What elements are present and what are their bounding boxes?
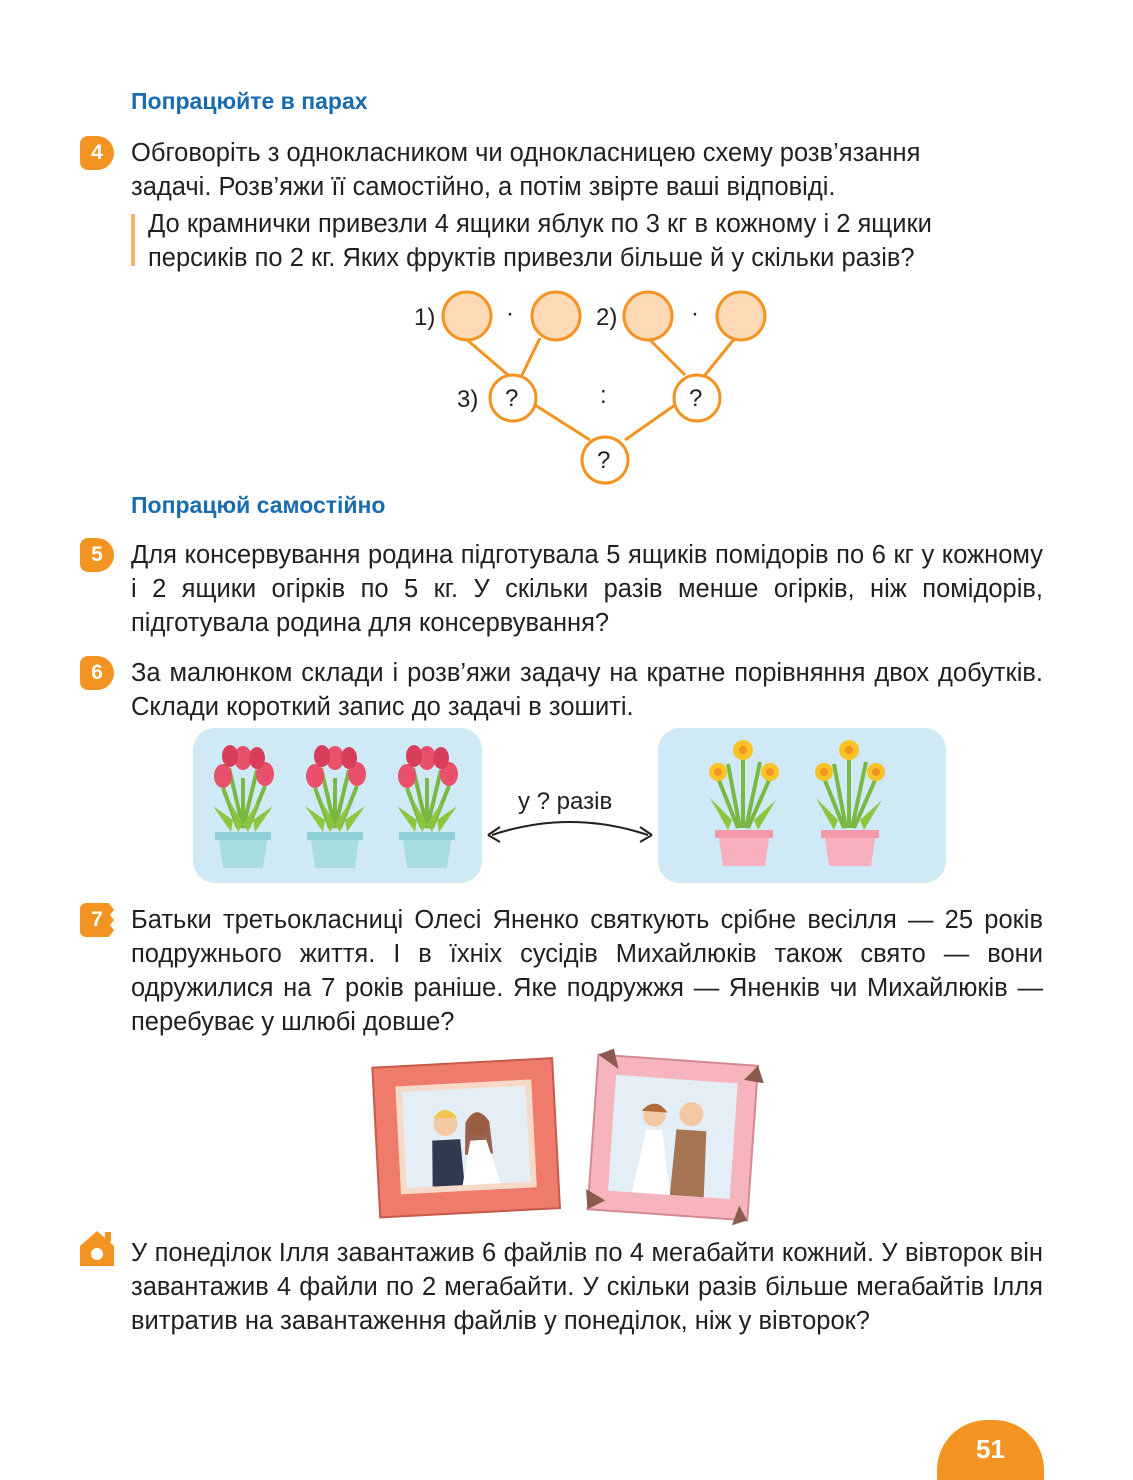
step-label: 3) bbox=[457, 386, 478, 413]
task-number-badge: 7 bbox=[80, 903, 114, 937]
question-circle bbox=[672, 373, 722, 423]
question-circle bbox=[580, 435, 630, 485]
daffodil-pots-illustration bbox=[709, 738, 887, 868]
task-4-text: Обговоріть з однокласником чи однокласни… bbox=[131, 136, 1043, 204]
task-number-badge: 6 bbox=[80, 656, 114, 690]
div-sign: : bbox=[600, 382, 607, 409]
task-5-text: Для консервування родина підготувала 5 я… bbox=[131, 541, 1043, 637]
mul-sign: · bbox=[691, 300, 699, 327]
homework-text: У понеділок Ілля завантажив 6 файлів по … bbox=[131, 1239, 1043, 1335]
comparison-label: у ? разів bbox=[518, 788, 613, 815]
unknown-mark: ? bbox=[505, 385, 518, 412]
step-label: 1) bbox=[414, 304, 435, 331]
problem-line: До крамнички привезли 4 ящики яблук по 3… bbox=[148, 210, 932, 238]
page-number: 51 bbox=[937, 1420, 1044, 1480]
task-4-line: задачі. Розв’яжи її самостійно, а потім … bbox=[131, 173, 836, 201]
empty-circle bbox=[622, 290, 674, 342]
task-number-badge: 5 bbox=[80, 538, 114, 572]
unknown-mark: ? bbox=[597, 447, 610, 474]
comparison-arrow bbox=[487, 821, 653, 843]
empty-circle bbox=[441, 290, 493, 342]
task-4-line: Обговоріть з однокласником чи однокласни… bbox=[131, 139, 921, 167]
wedding-photos-illustration bbox=[371, 1048, 764, 1225]
unknown-mark: ? bbox=[689, 385, 702, 412]
house-icon bbox=[80, 1231, 114, 1266]
tulip-pots-illustration bbox=[213, 743, 460, 870]
task-number-badge: 4 bbox=[80, 136, 114, 170]
task-4-problem: До крамнички привезли 4 ящики яблук по 3… bbox=[148, 207, 1048, 275]
step-label: 2) bbox=[596, 304, 617, 331]
task-6-text: За малюнком склади і розв’яжи задачу на … bbox=[131, 659, 1043, 721]
solution-scheme: 1) 2) 3) · · : ? ? ? bbox=[414, 290, 767, 485]
problem-line: персиків по 2 кг. Яких фруктів привезли … bbox=[148, 244, 915, 272]
daffodils-panel bbox=[658, 728, 946, 883]
tulips-panel bbox=[193, 728, 482, 883]
question-circle bbox=[488, 373, 538, 423]
empty-circle bbox=[530, 290, 582, 342]
empty-circle bbox=[715, 290, 767, 342]
mul-sign: · bbox=[506, 300, 514, 327]
section-heading-pairs: Попрацюйте в парах bbox=[131, 88, 368, 114]
section-heading-self: Попрацюй самостійно bbox=[131, 492, 386, 518]
task-7-text: Батьки третьокласниці Олесі Яненко святк… bbox=[131, 906, 1043, 1036]
quote-bar bbox=[131, 214, 135, 266]
